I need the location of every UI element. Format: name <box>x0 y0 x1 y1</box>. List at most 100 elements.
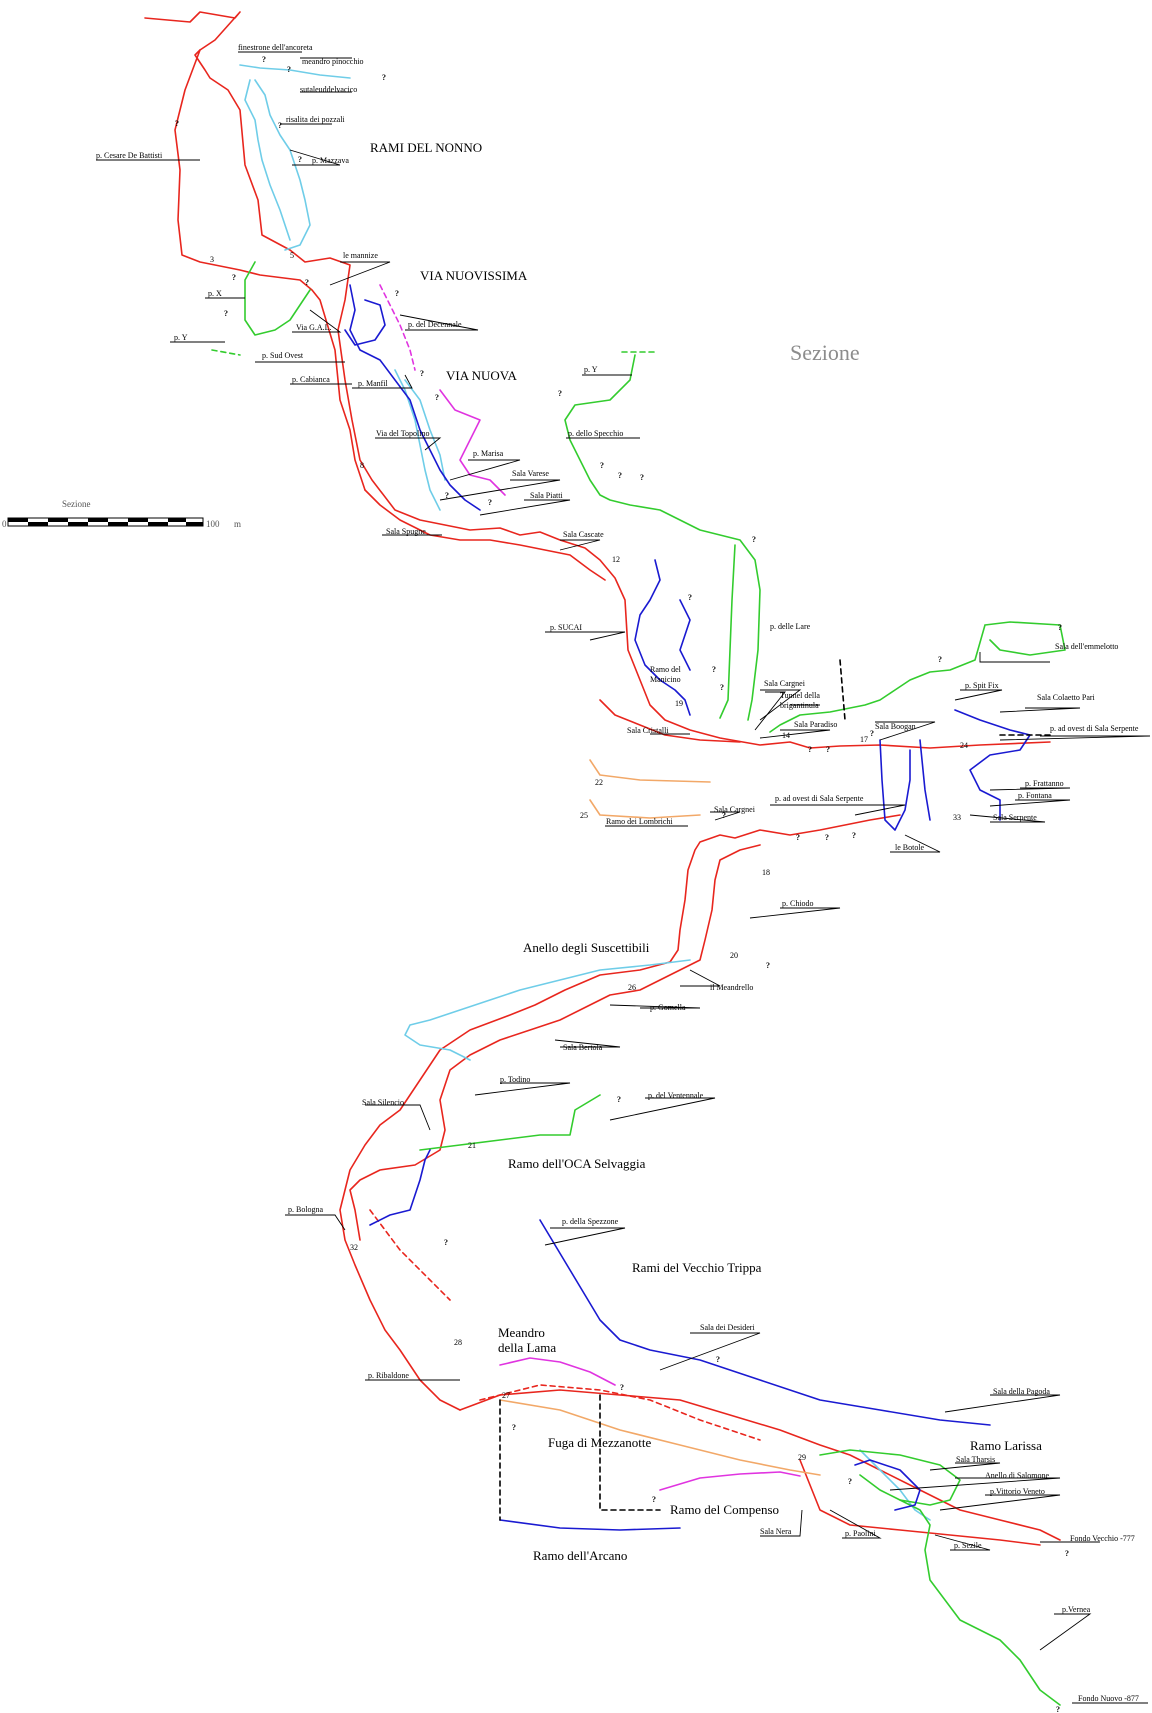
main-trunk-middle <box>599 699 741 743</box>
label-p-paolini: p. Paolini <box>845 1529 876 1538</box>
label-sala-silencio: Sala Silencio <box>362 1098 404 1107</box>
ramo-del-manicino <box>634 559 691 716</box>
station-number: 21 <box>468 1141 476 1150</box>
label-ramo-manico-line2: Manicino <box>650 675 681 684</box>
ramo-oca-selvaggia-passage <box>419 1094 601 1151</box>
label-leader-lines <box>96 51 1151 1704</box>
unexplored-question-mark: ? <box>618 471 622 480</box>
label-le-mannize: le mannize <box>343 251 378 260</box>
label-sala-desideri: Sala dei Desideri <box>700 1323 755 1332</box>
station-number: 26 <box>628 983 636 992</box>
via-nuova-blue-loops <box>344 284 481 511</box>
unexplored-question-mark: ? <box>512 1423 516 1432</box>
station-number: 12 <box>612 555 620 564</box>
label-p-ribaldone: p. Ribaldone <box>368 1371 409 1380</box>
scale-bar-caption: Sezione <box>62 499 91 509</box>
label-p-marisa: p. Marisa <box>473 449 504 458</box>
label-p-mazzava: p. Mazzava <box>312 156 349 165</box>
station-number: 32 <box>350 1243 358 1252</box>
unexplored-question-mark: ? <box>848 1477 852 1486</box>
area-label-ramo-larissa: Ramo Larissa <box>970 1438 1042 1453</box>
label-p-sud-ovest: p. Sud Ovest <box>262 351 304 360</box>
label-sala-paradiso: Sala Paradiso <box>794 720 837 729</box>
area-label-fuga-mezzanotte: Fuga di Mezzanotte <box>548 1435 651 1450</box>
area-label-ramo-compenso: Ramo del Compenso <box>670 1502 779 1517</box>
station-number: 24 <box>960 741 968 750</box>
station-number: 17 <box>860 735 868 744</box>
unexplored-question-mark: ? <box>640 473 644 482</box>
unexplored-question-mark: ? <box>1056 1705 1060 1713</box>
ramo-dei-lombrichi-passage <box>589 759 711 819</box>
label-p-manfil: p. Manfil <box>358 379 389 388</box>
p-delle-lare-shaft <box>719 544 736 719</box>
unexplored-marks: ? ? ? ? ? ? ? ? ? ? ? ? ? ? ? ? ? ? ? ? … <box>175 55 1069 1713</box>
label-p-spezzone: p. della Spezzone <box>562 1217 619 1226</box>
label-finestrone: finestrone dell'ancoreta <box>238 43 313 52</box>
area-label-ramo-arcano: Ramo dell'Arcano <box>533 1548 627 1563</box>
sala-boogan-shaft <box>879 739 931 831</box>
label-p-lare: p. delle Lare <box>770 622 811 631</box>
scale-bar-segments <box>8 518 203 526</box>
label-p-ventennale: p. del Ventennale <box>648 1091 704 1100</box>
ramo-arcano-passage <box>499 1519 681 1531</box>
label-le-botole: le Botole <box>895 843 925 852</box>
station-number: 29 <box>798 1453 806 1462</box>
station-number: 5 <box>290 251 294 260</box>
p-y-left-dashed <box>211 349 241 356</box>
area-label-via-nuova: VIA NUOVA <box>446 368 518 383</box>
ramo-del-compenso-passage <box>659 1471 801 1491</box>
scale-bar: Sezione 0 100 m <box>2 499 241 529</box>
label-sala-cristalli: Sala Cristalli <box>627 726 669 735</box>
label-via-del-topolino: Via del Topolino <box>376 429 429 438</box>
area-label-via-nuovissima: VIA NUOVISSIMA <box>420 268 528 283</box>
label-p-spit-fix: p. Spit Fix <box>965 681 999 690</box>
label-p-sucai: p. SUCAI <box>550 623 582 632</box>
label-sala-cascate: Sala Cascate <box>563 530 604 539</box>
area-label-anello-suscettibili: Anello degli Suscettibili <box>523 940 650 955</box>
label-ramo-lombrichi: Ramo dei Lombrichi <box>606 817 673 826</box>
unexplored-question-mark: ? <box>826 745 830 754</box>
le-botole-descent <box>339 814 901 1411</box>
lower-main-gallery-dashed <box>479 1384 761 1441</box>
unexplored-question-mark: ? <box>232 273 236 282</box>
meandro-della-lama-passage <box>499 1357 616 1386</box>
unexplored-question-mark: ? <box>420 369 424 378</box>
label-p-ovest-serpente-2: p. ad ovest di Sala Serpente <box>775 794 864 803</box>
label-p-cesare: p. Cesare De Battisti <box>96 151 163 160</box>
label-risalita-pozzali: risalita dei pozzali <box>286 115 345 124</box>
unexplored-question-mark: ? <box>720 683 724 692</box>
unexplored-question-mark: ? <box>752 535 756 544</box>
scale-bar-unit: m <box>234 519 241 529</box>
label-sala-varese: Sala Varese <box>512 469 549 478</box>
fondo-vecchio-branch <box>799 1459 1041 1546</box>
label-sala-nera: Sala Nera <box>760 1527 792 1536</box>
label-anello-salomone: Anello di Salomone <box>985 1471 1049 1480</box>
lower-main-gallery <box>459 1389 1061 1541</box>
main-trunk-junction <box>364 489 606 581</box>
station-number: 14 <box>782 731 790 740</box>
station-number: 20 <box>730 951 738 960</box>
unexplored-question-mark: ? <box>766 961 770 970</box>
survey-stations: 3 5 8 12 14 17 18 19 20 21 22 24 25 26 2… <box>210 251 968 1462</box>
area-label-rami-vecchio-trippa: Rami del Vecchio Trippa <box>632 1260 762 1275</box>
label-tunnel-line1: Tunnel della <box>780 691 820 700</box>
unexplored-question-mark: ? <box>712 665 716 674</box>
survey-passages <box>144 11 1066 1706</box>
station-number: 22 <box>595 778 603 787</box>
unexplored-question-mark: ? <box>722 811 726 820</box>
area-labels: RAMI DEL NONNO VIA NUOVISSIMA VIA NUOVA … <box>370 140 1042 1563</box>
point-labels: finestrone dell'ancoreta meandro pinocch… <box>96 43 1139 1703</box>
area-label-meandro-lama-line2: della Lama <box>498 1340 556 1355</box>
unexplored-question-mark: ? <box>382 73 386 82</box>
unsurveyed-connection-boogan <box>839 659 1051 736</box>
label-p-fontana: p. Fontana <box>1018 791 1052 800</box>
unsurveyed-connection-arcano <box>499 1394 661 1521</box>
unexplored-question-mark: ? <box>298 155 302 164</box>
via-gal-passage <box>244 261 311 336</box>
sala-emmelotto-passage <box>769 621 1066 733</box>
unexplored-question-mark: ? <box>444 1238 448 1247</box>
label-p-y-right: p. Y <box>584 365 598 374</box>
via-nuova-magenta <box>439 389 506 496</box>
station-number: 8 <box>360 461 364 470</box>
